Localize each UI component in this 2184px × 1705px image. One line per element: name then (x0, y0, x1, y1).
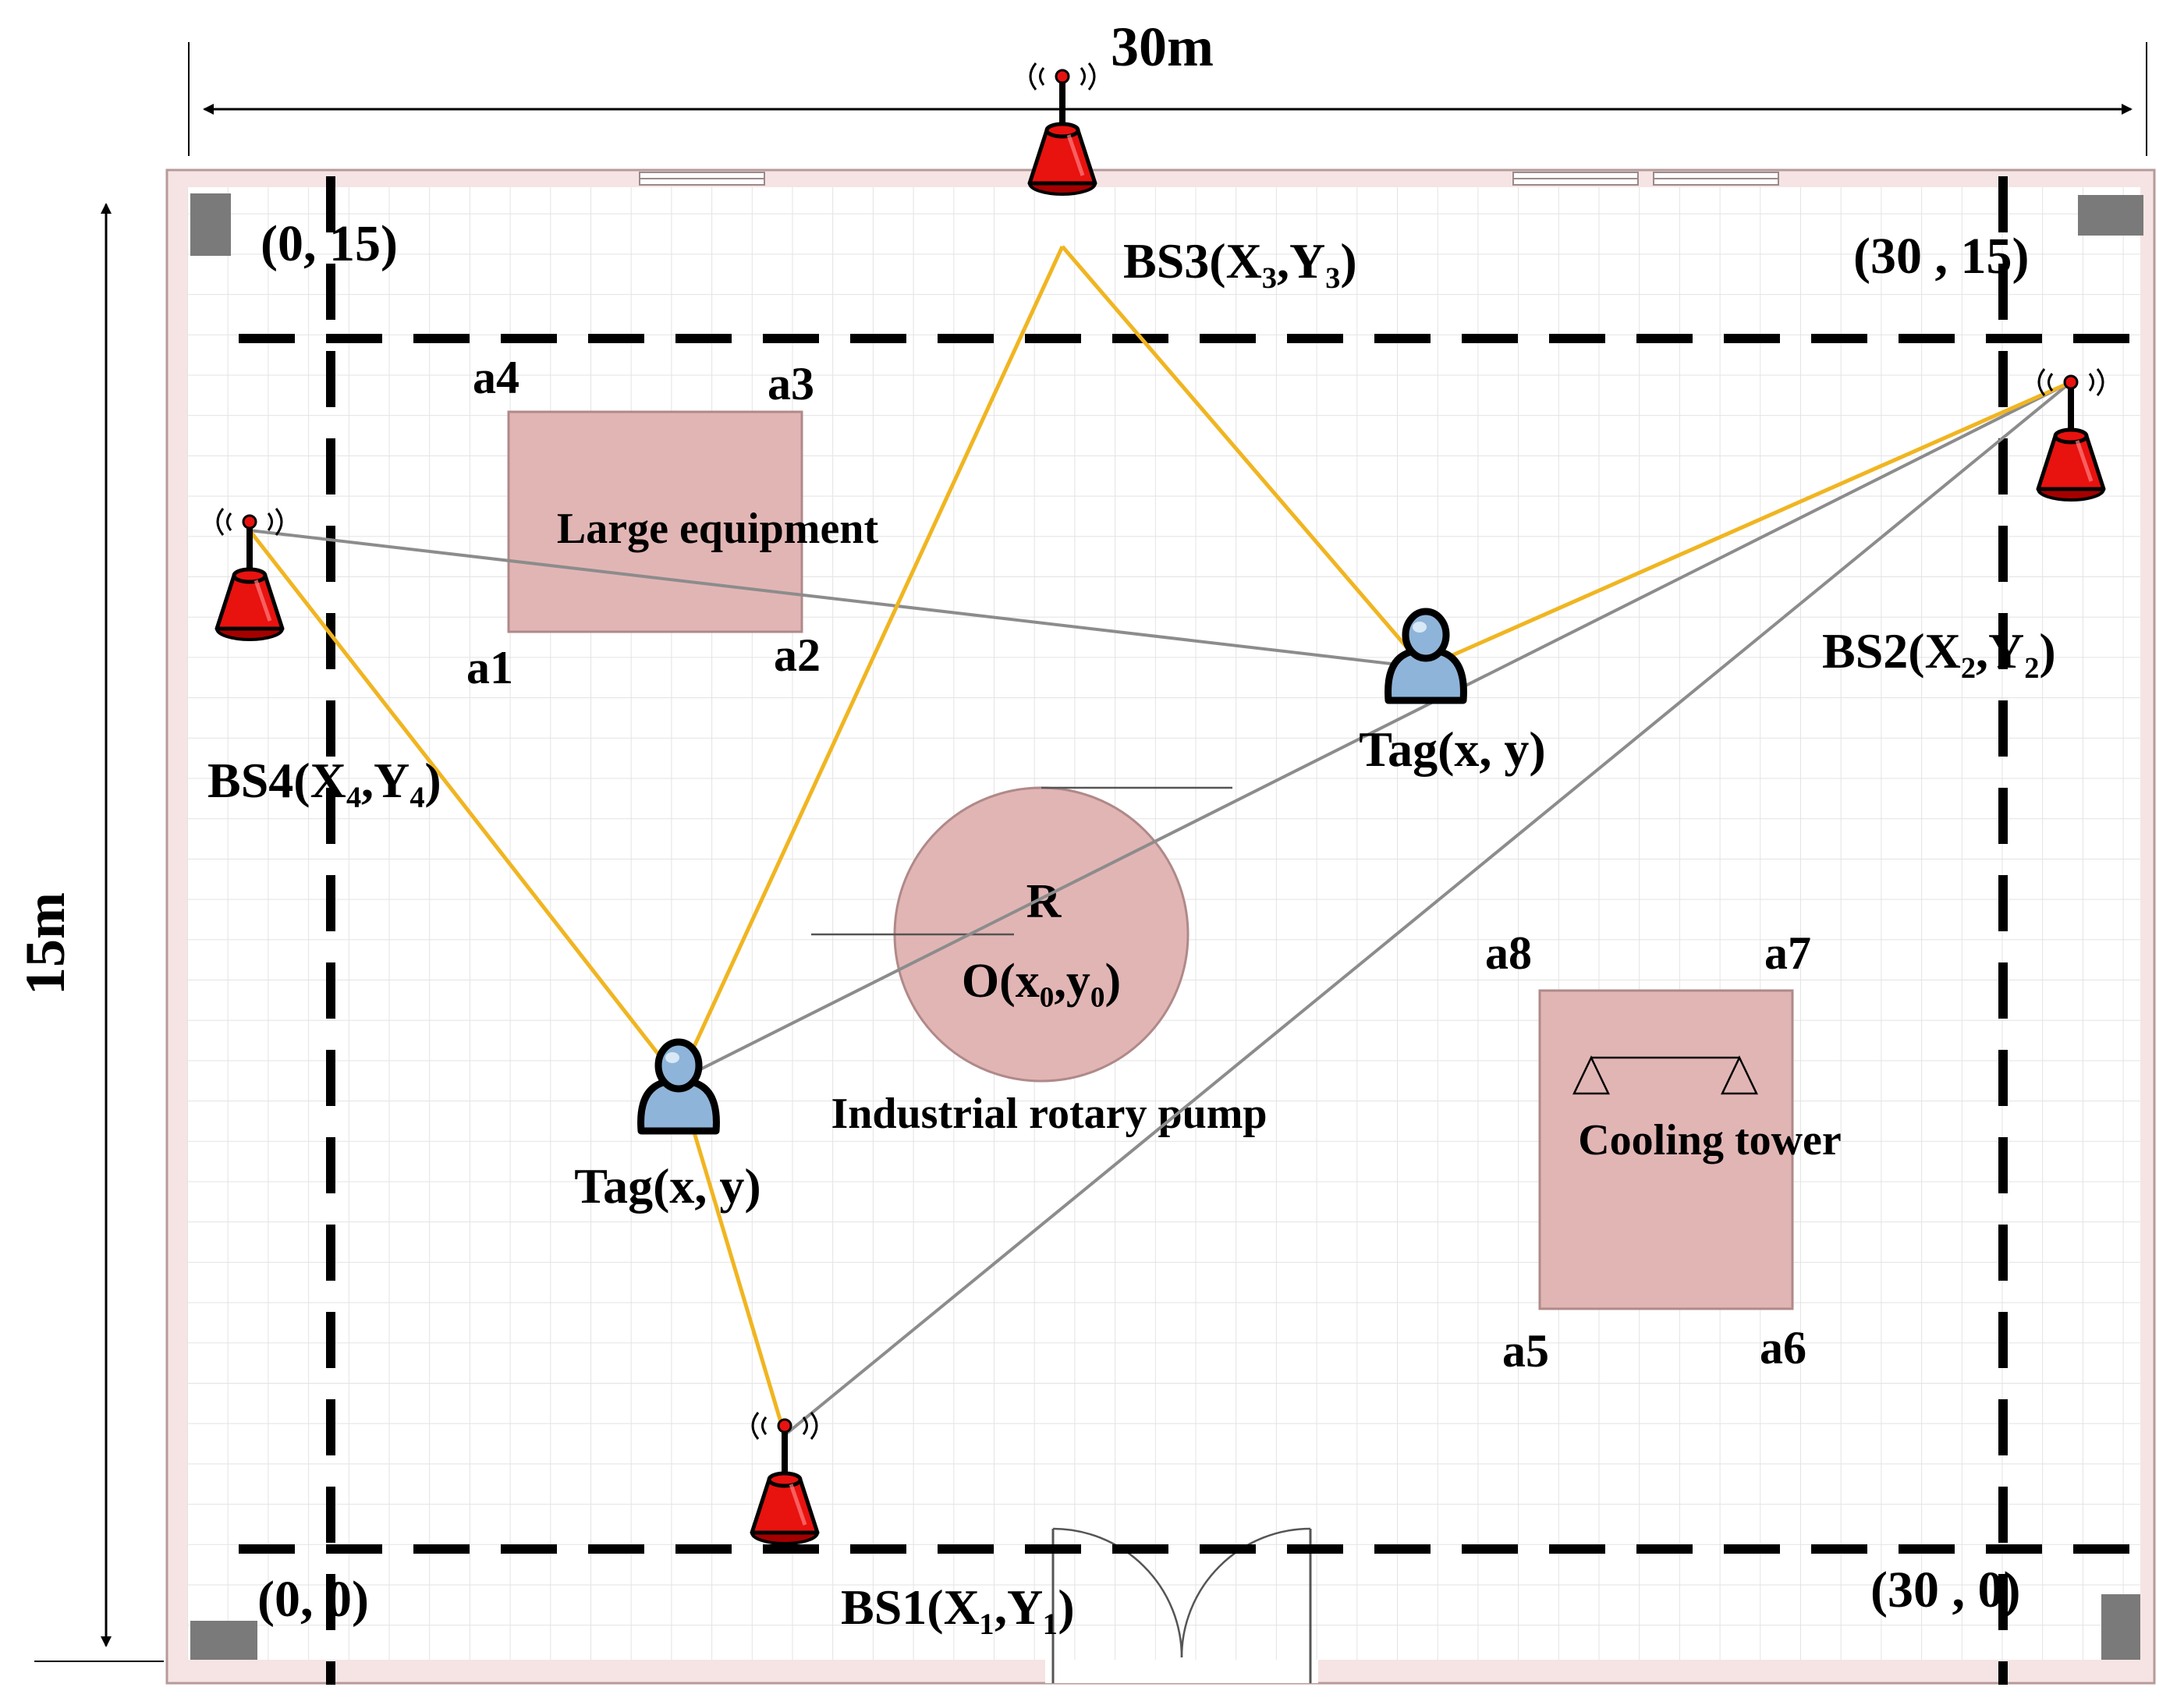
bs2-label: BS2(X₂,Y₂) (1822, 623, 2056, 679)
tag-left-label: Tag(x, y) (574, 1158, 760, 1214)
large-equipment: Large equipment (507, 410, 879, 633)
width-label: 30m (1111, 16, 1214, 78)
door (1045, 1527, 1318, 1683)
base-station-bs2: BS2(X₂,Y₂) (1822, 369, 2104, 679)
tag-left: Tag(x, y) (574, 1042, 761, 1214)
corner-a2-label: a2 (774, 629, 821, 681)
antenna-tower-icon (1030, 63, 1095, 194)
coordinate-boundary (239, 176, 2150, 1685)
corner-top-left-label: (0, 15) (261, 215, 398, 272)
corner-pillar (2078, 195, 2143, 236)
corner-a6-label: a6 (1760, 1322, 1806, 1374)
tag-right: Tag(x, y) (1359, 611, 1546, 777)
corner-a3-label: a3 (768, 358, 814, 409)
corner-a5-label: a5 (1502, 1325, 1549, 1377)
cooling-tower-label: Cooling tower (1578, 1116, 1842, 1164)
corner-a7-label: a7 (1764, 927, 1811, 979)
los-signal-lines (248, 245, 2072, 1436)
window (1653, 172, 1779, 186)
window (639, 172, 765, 186)
width-dimension: 30m (188, 16, 2147, 156)
base-station-bs4: BS4(X₄,Y₄) (207, 509, 441, 808)
nlos-signal-lines (249, 381, 2072, 1437)
tag-right-label: Tag(x, y) (1359, 721, 1545, 777)
corner-a8-label: a8 (1485, 927, 1532, 979)
bs1-label: BS1(X₁,Y₁) (841, 1579, 1075, 1635)
window (1512, 172, 1639, 186)
bs3-label: BS3(X₃,Y₃) (1123, 233, 1357, 289)
bs4-label: BS4(X₄,Y₄) (207, 753, 441, 808)
corner-a1-label: a1 (466, 642, 513, 693)
corner-pillar (2101, 1594, 2140, 1660)
corner-bottom-right-label: (30 , 0) (1870, 1561, 2020, 1618)
corner-top-right-label: (30 , 15) (1853, 228, 2029, 285)
height-dimension: 15m (14, 203, 164, 1662)
height-label: 15m (14, 892, 76, 995)
corner-bottom-left-label: (0, 0) (257, 1571, 369, 1628)
corner-pillar (190, 1621, 257, 1660)
cooling-tower: Cooling tower (1538, 989, 1842, 1310)
large-equipment-label: Large equipment (557, 505, 879, 553)
corner-pillar (190, 193, 231, 256)
pump-label: Industrial rotary pump (831, 1090, 1267, 1138)
pump-center-label: O(x₀,y₀) (962, 955, 1121, 1008)
base-station-bs3: BS3(X₃,Y₃) (1030, 63, 1357, 289)
base-station-bs1: BS1(X₁,Y₁) (752, 1413, 1075, 1635)
corner-a4-label: a4 (473, 352, 519, 403)
